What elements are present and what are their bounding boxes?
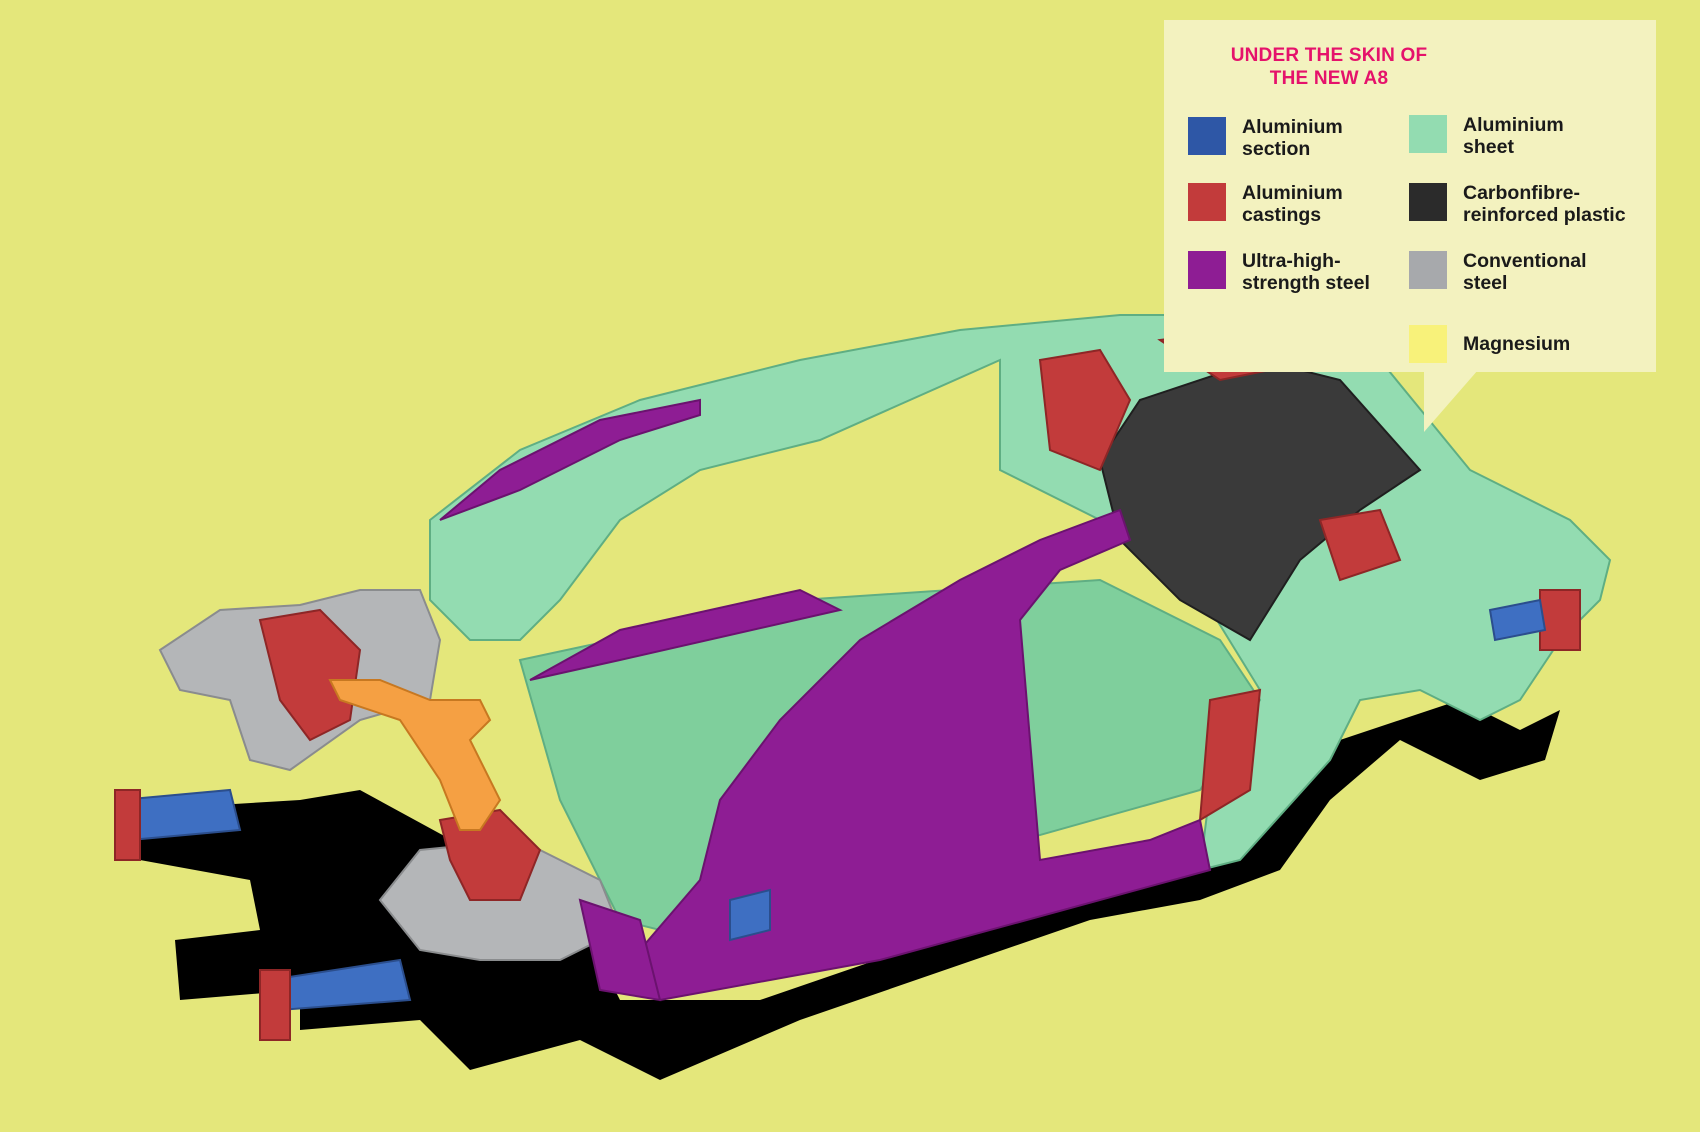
legend-label-line1: Ultra-high-: [1242, 250, 1341, 272]
aluminium-section-floor: [729, 888, 771, 942]
swatch-aluminium-section: [1188, 117, 1226, 155]
crash-box-front-right: [259, 969, 291, 1041]
uhss-tunnel: [529, 588, 843, 681]
legend-item-magnesium: Magnesium: [1409, 320, 1653, 368]
legend-label-line2: steel: [1463, 272, 1508, 294]
legend-label: Aluminium section: [1242, 116, 1432, 160]
legend-label-line1: Magnesium: [1463, 333, 1571, 355]
legend-title-line2: THE NEW A8: [1269, 68, 1389, 89]
uhss-sill-and-pillars: [638, 508, 1212, 1002]
legend-title-line1: UNDER THE SKIN OF: [1230, 45, 1428, 66]
legend-label: Conventional steel: [1463, 250, 1653, 294]
legend-item-ultra-high-strength-steel: Ultra-high- strength steel: [1188, 250, 1432, 298]
swatch-magnesium: [1409, 325, 1447, 363]
swatch-ultra-high-strength-steel: [1188, 251, 1226, 289]
legend-item-aluminium-sheet: Aluminium sheet: [1409, 114, 1653, 162]
legend-item-conventional-steel: Conventional steel: [1409, 250, 1653, 298]
legend-pointer: [1424, 370, 1478, 432]
legend-label-line2: section: [1242, 138, 1311, 160]
aluminium-section-rear: [1488, 598, 1547, 642]
legend-label: Magnesium: [1463, 333, 1653, 355]
uhss-roof-rail: [439, 398, 701, 521]
legend-panel: UNDER THE SKIN OF THE NEW A8 Aluminium s…: [1164, 20, 1656, 372]
swatch-carbon-fibre: [1409, 183, 1447, 221]
legend-label: Aluminium castings: [1242, 182, 1432, 226]
casting-rear-end: [1539, 589, 1581, 651]
swatch-conventional-steel: [1409, 251, 1447, 289]
legend-item-aluminium-section: Aluminium section: [1188, 116, 1432, 164]
magnesium-strut-brace: [328, 679, 502, 831]
legend-label-line1: Conventional: [1463, 250, 1587, 272]
legend-label-line2: castings: [1242, 204, 1322, 226]
legend-label-line1: Aluminium: [1242, 182, 1343, 204]
casting-rear-sill: [1198, 688, 1262, 822]
uhss-front-lower: [578, 898, 662, 1002]
legend-label-line1: Aluminium: [1463, 114, 1564, 136]
casting-rear-tower: [1038, 348, 1132, 472]
legend-label: Ultra-high- strength steel: [1242, 250, 1432, 294]
legend-item-carbon-fibre: Carbonfibre- reinforced plastic: [1409, 182, 1653, 230]
legend-title: UNDER THE SKIN OF THE NEW A8: [1164, 44, 1494, 90]
legend-label-line2: strength steel: [1242, 272, 1370, 294]
ground-shadow: [135, 700, 1560, 1080]
legend-item-aluminium-castings: Aluminium castings: [1188, 182, 1432, 230]
legend-label-line1: Carbonfibre-: [1463, 182, 1580, 204]
swatch-aluminium-castings: [1188, 183, 1226, 221]
legend-label-line1: Aluminium: [1242, 116, 1343, 138]
crash-box-front-left: [114, 789, 141, 861]
legend-label-line2: sheet: [1463, 136, 1514, 158]
casting-front-right: [438, 808, 542, 901]
swatch-aluminium-sheet: [1409, 115, 1447, 153]
legend-label: Carbonfibre- reinforced plastic: [1463, 182, 1653, 226]
legend-label: Aluminium sheet: [1463, 114, 1653, 158]
casting-rear-right: [1318, 508, 1402, 582]
legend-label-line2: reinforced plastic: [1463, 204, 1626, 226]
casting-front-left: [258, 608, 362, 742]
